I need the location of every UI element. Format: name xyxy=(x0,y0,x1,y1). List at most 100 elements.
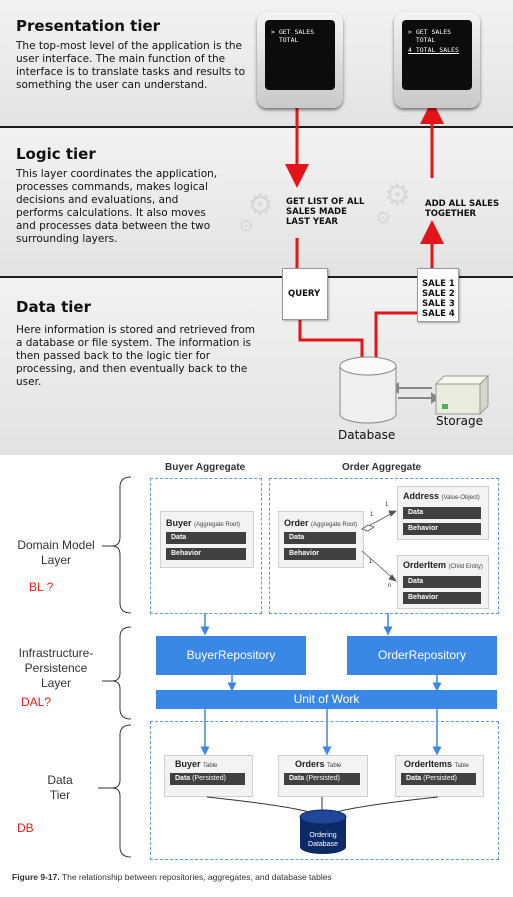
dal-note: DAL? xyxy=(21,695,52,709)
monitor-screen: > GET SALES TOTAL 4 TOTAL SALES xyxy=(402,20,472,90)
sales-line: SALE 3 xyxy=(422,299,455,309)
table-name: OrderItems xyxy=(404,759,453,769)
entity-name: Address xyxy=(403,491,440,501)
order-item-entity: OrderItem (Child Entity) Data Behavior xyxy=(397,555,489,609)
data-description: Here information is stored and retrieved… xyxy=(16,324,256,388)
entity-row: Data xyxy=(403,576,481,588)
query-label: QUERY xyxy=(288,289,321,299)
table-row: Data (Persisted) xyxy=(401,773,476,785)
entity-qualifier: (Child Entity) xyxy=(448,564,483,570)
multiplicity-label: 1 xyxy=(385,502,389,508)
logic-note-sum: ADD ALL SALES TOGETHER xyxy=(425,199,500,219)
bl-note: BL ? xyxy=(29,580,54,594)
order-repository: OrderRepository xyxy=(347,636,497,675)
entity-name: Buyer xyxy=(166,518,192,528)
buyer-entity: Buyer (Aggregate Root) Data Behavior xyxy=(160,511,254,568)
table-title: Orders Table xyxy=(295,759,341,769)
domain-layer-label: Domain Model Layer xyxy=(17,538,95,567)
order-item-entity-title: OrderItem (Child Entity) xyxy=(403,560,483,570)
order-aggregate-box xyxy=(269,478,499,614)
infrastructure-layer-label: Infrastructure- Persistence Layer xyxy=(18,646,94,690)
layer-braces xyxy=(98,476,132,858)
table-row-suffix: (Persisted) xyxy=(423,775,457,782)
screen-line: > GET SALES xyxy=(408,28,452,36)
multiplicity-label: 1 xyxy=(369,559,373,565)
table-suffix: Table xyxy=(327,763,342,769)
entity-row: Behavior xyxy=(403,592,481,604)
orders-table: Orders Table Data (Persisted) xyxy=(278,755,368,797)
entity-row: Data xyxy=(403,507,481,519)
screen-line: 4 TOTAL SALES xyxy=(408,46,459,54)
table-row: Data (Persisted) xyxy=(170,773,245,785)
gear-icon: ⚙ xyxy=(384,178,411,213)
buyer-entity-title: Buyer (Aggregate Root) xyxy=(166,518,240,528)
figure-caption: Figure 9-17. The relationship between re… xyxy=(12,872,332,882)
table-suffix: Table xyxy=(454,763,469,769)
table-name: Buyer xyxy=(175,759,201,769)
sales-line: SALE 1 xyxy=(422,279,455,289)
sales-line: SALE 4 xyxy=(422,309,455,319)
address-entity: Address (Value-Object) Data Behavior xyxy=(397,486,489,540)
ordering-database-icon xyxy=(299,809,347,854)
logic-band: Logic tier This layer coordinates the ap… xyxy=(0,128,513,276)
three-tier-diagram: Presentation tier The top-most level of … xyxy=(0,0,513,455)
order-aggregate-title: Order Aggregate xyxy=(342,462,422,473)
entity-row: Behavior xyxy=(284,548,356,560)
buyer-aggregate-title: Buyer Aggregate xyxy=(165,462,246,473)
unit-of-work: Unit of Work xyxy=(156,690,497,709)
buyer-aggregate-box xyxy=(150,478,262,614)
gear-icon: ⚙ xyxy=(375,208,392,229)
entity-row: Data xyxy=(166,532,246,544)
entity-row: Behavior xyxy=(166,548,246,560)
buyer-repository: BuyerRepository xyxy=(156,636,306,675)
buyer-table: Buyer Table Data (Persisted) xyxy=(164,755,253,797)
logic-description: This layer coordinates the application, … xyxy=(16,168,218,245)
gear-icon: ⚙ xyxy=(247,188,274,223)
association-lines xyxy=(361,510,397,582)
address-entity-title: Address (Value-Object) xyxy=(403,491,480,501)
entity-qualifier: (Aggregate Root) xyxy=(194,522,241,528)
screen-line: > GET SALES xyxy=(271,28,315,36)
multiplicity-label: 1 xyxy=(370,512,374,518)
screen-line: TOTAL xyxy=(271,36,299,44)
monitor-result: > GET SALES TOTAL 4 TOTAL SALES xyxy=(394,12,480,108)
entity-name: Order xyxy=(284,518,309,528)
order-entity-title: Order (Aggregate Root) xyxy=(284,518,357,528)
data-tier-box xyxy=(150,721,499,860)
logic-title: Logic tier xyxy=(16,145,96,163)
figure-number: Figure 9-17. xyxy=(12,872,60,882)
monitor-screen: > GET SALES TOTAL xyxy=(265,20,335,90)
data-title: Data tier xyxy=(16,298,91,316)
table-row: Data (Persisted) xyxy=(284,773,360,785)
query-document: QUERY xyxy=(282,268,328,320)
repository-diagram: Domain Model Layer BL ? Infrastructure- … xyxy=(0,455,513,897)
table-row-suffix: (Persisted) xyxy=(306,775,340,782)
db-note: DB xyxy=(17,821,34,835)
table-title: OrderItems Table xyxy=(404,759,469,769)
gear-icon: ⚙ xyxy=(238,216,255,237)
entity-name: OrderItem xyxy=(403,560,447,570)
orderitems-table: OrderItems Table Data (Persisted) xyxy=(395,755,484,797)
monitor-request: > GET SALES TOTAL xyxy=(257,12,343,108)
order-entity: Order (Aggregate Root) Data Behavior xyxy=(278,511,364,568)
entity-qualifier: (Value-Object) xyxy=(441,495,480,501)
entity-qualifier: (Aggregate Root) xyxy=(311,522,358,528)
table-suffix: Table xyxy=(203,763,218,769)
table-name: Orders xyxy=(295,759,325,769)
storage-icon xyxy=(434,374,490,416)
figure-text: The relationship between repositories, a… xyxy=(59,872,332,882)
presentation-description: The top-most level of the application is… xyxy=(16,40,246,91)
storage-label: Storage xyxy=(436,414,483,428)
entity-row: Data xyxy=(284,532,356,544)
table-row-suffix: (Persisted) xyxy=(192,775,226,782)
table-to-database-lines xyxy=(206,796,439,854)
database-label: Database xyxy=(338,428,396,442)
entity-row: Behavior xyxy=(403,523,481,535)
table-row-label: Data xyxy=(289,775,305,782)
sales-line: SALE 2 xyxy=(422,289,455,299)
flow-arrows xyxy=(200,613,442,756)
table-title: Buyer Table xyxy=(175,759,217,769)
data-tier-label: Data Tier xyxy=(47,773,73,802)
database-icon xyxy=(339,356,397,424)
ordering-database-label: Ordering Database xyxy=(308,832,338,848)
